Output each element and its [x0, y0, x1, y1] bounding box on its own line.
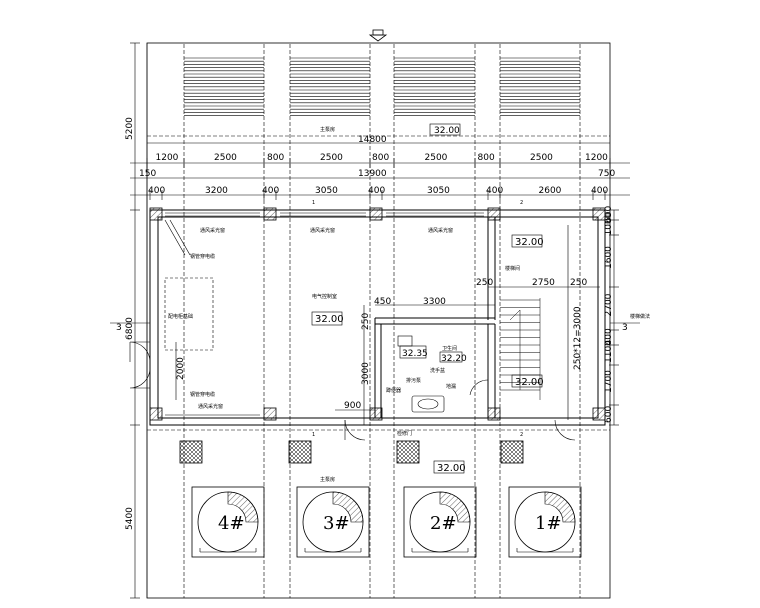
- axis-bottom-2: 2: [520, 432, 523, 438]
- dim-left-bottom: 5400: [125, 507, 135, 530]
- wc-item-d: 蹲便器: [386, 387, 401, 394]
- dim-left-mid: 6800: [125, 317, 135, 340]
- axis-top-1: 1: [312, 200, 315, 206]
- pump-label: 4#: [218, 513, 245, 534]
- dim-right-seg: 1600: [604, 246, 614, 269]
- top-room-label: 主泵房: [320, 126, 335, 133]
- wc-item-b: 地漏: [446, 383, 456, 390]
- dim-top-seg: 2500: [425, 153, 448, 163]
- dim-second-total: 13900: [358, 169, 387, 179]
- pump-4: 1#: [508, 486, 582, 558]
- pump-2: 3#: [296, 486, 370, 558]
- dim-third-seg: 400: [486, 186, 503, 196]
- dim-top-total: 14800: [358, 135, 387, 145]
- axis-bottom-1: 1: [312, 432, 315, 438]
- wc-item-e: 检修门: [397, 430, 412, 437]
- top-louvers: [184, 57, 580, 116]
- dim-top-seg: 1200: [585, 153, 608, 163]
- top-elevation: 32.00: [434, 126, 460, 136]
- dim-right-seg: 600: [604, 206, 614, 223]
- dim-right-seg: 1700: [604, 370, 614, 393]
- pump-label: 3#: [323, 513, 350, 534]
- bottom-room-label: 主泵房: [320, 476, 335, 483]
- dim-row-1: 1200 2500 800 2500 800 2500 800 2500 1200: [146, 153, 611, 168]
- grates: [179, 440, 524, 464]
- stair-dim-250b: 250: [570, 278, 587, 288]
- dim-third-seg: 2600: [539, 186, 562, 196]
- dim-top-seg: 800: [267, 153, 284, 163]
- dim-top-seg: 1200: [156, 153, 179, 163]
- stair-dim-250a: 250: [476, 278, 493, 288]
- duct-label-3: 通风采光窗: [428, 227, 453, 234]
- duct-label-1: 通风采光窗: [200, 227, 225, 234]
- wash-basin: [411, 395, 445, 413]
- wc-elev-b: 32.20: [441, 354, 467, 364]
- duct-label-2: 通风采光窗: [310, 227, 335, 234]
- duct-label-bottom: 通风采光窗: [198, 403, 223, 410]
- dim-right-seg: 2700: [604, 293, 614, 316]
- bottom-elevation: 32.00: [437, 463, 466, 474]
- dim-second-left: 150: [139, 169, 156, 179]
- wc-item-c: 洗手盆: [430, 367, 445, 374]
- dim-top-seg: 800: [478, 153, 495, 163]
- stair-dim-2750: 2750: [532, 278, 555, 288]
- dim-third-seg: 400: [368, 186, 385, 196]
- pump-label: 1#: [535, 513, 562, 534]
- dim-third-seg: 3050: [315, 186, 338, 196]
- pump-1: 4#: [191, 486, 265, 558]
- dim-right-seg: 1000: [604, 212, 614, 235]
- left-door: [129, 341, 151, 389]
- flow-arrow-icon: [368, 29, 388, 42]
- dim-row-3: 400 3200 400 3050 400 3050 400 2600 400: [148, 186, 608, 200]
- dim-third-seg: 3200: [205, 186, 228, 196]
- axis-left-3: 3: [116, 323, 122, 333]
- dim-top-seg: 2500: [320, 153, 343, 163]
- cable-label-bottom: 钢管穿电缆: [190, 391, 215, 398]
- wc-fixture-a: [397, 335, 413, 347]
- dim-top-seg: 2500: [530, 153, 553, 163]
- dim-top-seg: 2500: [214, 153, 237, 163]
- dim-wc-height: 3000: [361, 362, 371, 385]
- dim-right-seg: 1100: [604, 340, 614, 363]
- channel-lines: [147, 44, 610, 598]
- dim-wc-250: 250: [361, 313, 371, 330]
- axis-right-3: 3: [622, 323, 628, 333]
- dim-third-seg: 3050: [427, 186, 450, 196]
- dim-right-seg: 400: [604, 328, 614, 345]
- stair-room-label: 楼梯间: [505, 265, 520, 272]
- dim-third-seg: 400: [148, 186, 165, 196]
- dim-third-seg: 400: [591, 186, 608, 196]
- pump-label: 2#: [430, 513, 457, 534]
- stair-elev-bottom: 32.00: [515, 377, 544, 388]
- dim-wc-left: 450: [374, 297, 391, 307]
- wc-item-a: 排污泵: [406, 377, 421, 384]
- cabinet-label: 配电柜基础: [168, 313, 193, 320]
- dim-second-right: 750: [598, 169, 615, 179]
- dim-wc-door: 900: [344, 401, 361, 411]
- pumps: 4# 3# 2# 1#: [191, 486, 582, 558]
- dim-door: 2000: [176, 357, 186, 380]
- stair-flight: 250*12=3000: [573, 306, 583, 370]
- dim-right-seg: 600: [604, 406, 614, 423]
- wc-label: 卫生间: [442, 345, 457, 352]
- mid-elevation: 32.00: [315, 314, 344, 325]
- dim-wc-width: 3300: [423, 297, 446, 307]
- stair-elev-top: 32.00: [515, 237, 544, 248]
- cable-label-top: 钢管穿电缆: [190, 253, 215, 260]
- dim-top-seg: 800: [372, 153, 389, 163]
- central-room-label: 电气控制室: [312, 293, 337, 300]
- right-note: 楼梯做法: [630, 313, 650, 320]
- dim-left-top: 5200: [125, 117, 135, 140]
- columns: [149, 207, 606, 421]
- wc-elev-a: 32.35: [402, 349, 428, 359]
- axis-top-2: 2: [520, 200, 523, 206]
- dim-third-seg: 400: [262, 186, 279, 196]
- pump-3: 2#: [403, 486, 477, 558]
